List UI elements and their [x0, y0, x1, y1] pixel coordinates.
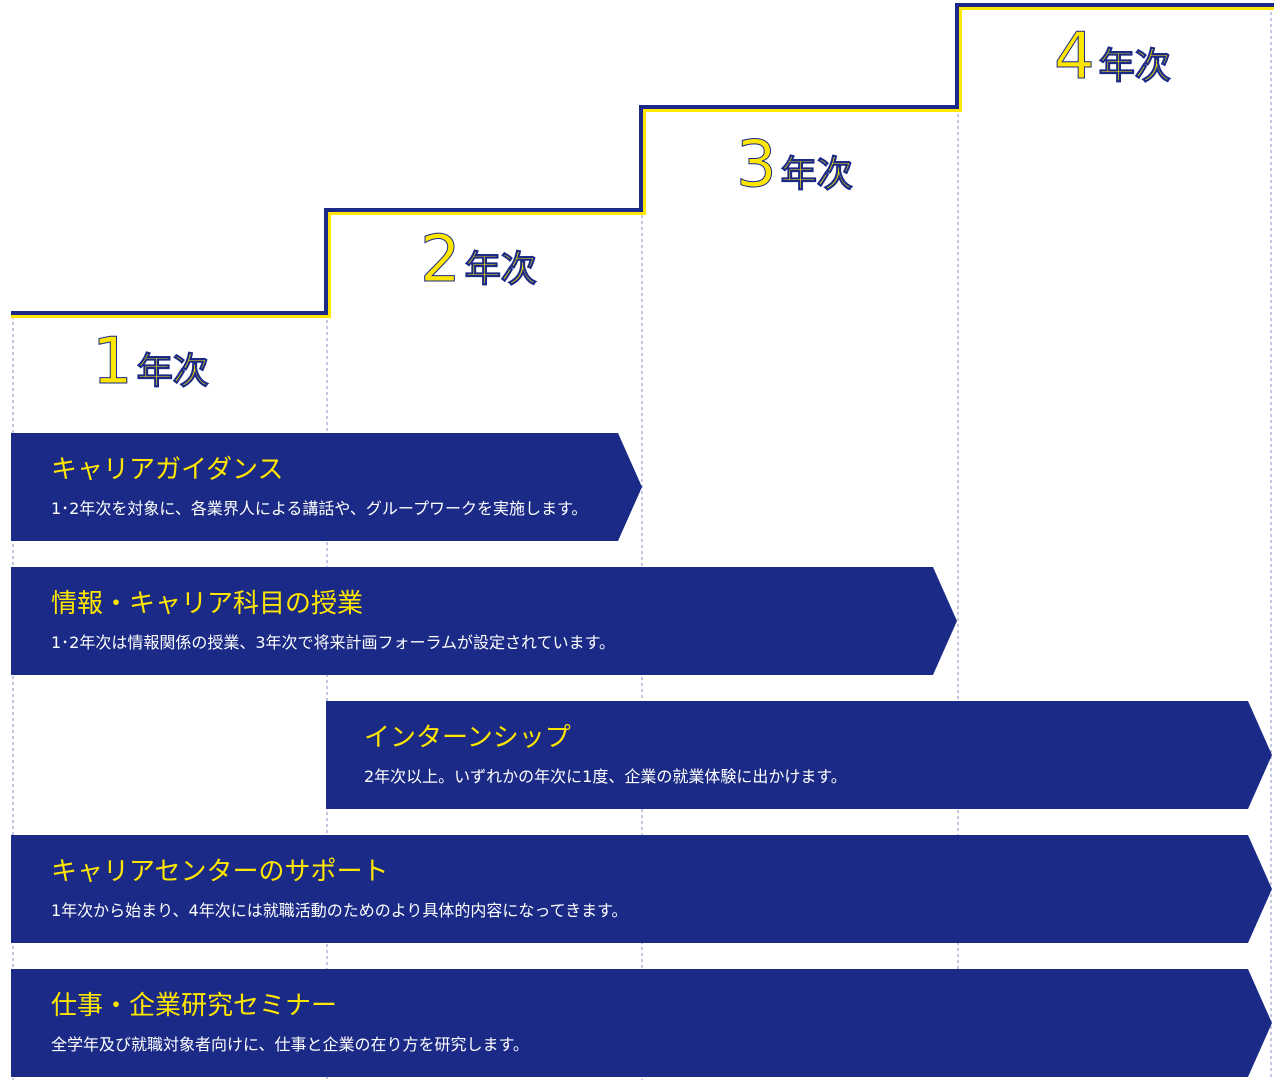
- program-band-career-guidance: キャリアガイダンス 1･2年次を対象に、各業界人による講話や、グループワークを実…: [11, 433, 642, 541]
- program-description: 2年次以上。いずれかの年次に1度、企業の就業体験に出かけます。: [364, 767, 847, 786]
- program-description: 1･2年次は情報関係の授業、3年次で将来計画フォーラムが設定されています。: [51, 633, 615, 652]
- staircase-yellow-edge: [11, 6, 1274, 318]
- year-unit: 年次: [1098, 46, 1171, 87]
- staircase-navy-line: [11, 3, 1274, 315]
- year-number: 3: [736, 128, 778, 202]
- program-band-industry-seminar: 仕事・企業研究セミナー 全学年及び就職対象者向けに、仕事と企業の在り方を研究しま…: [11, 969, 1272, 1077]
- program-description: 1年次から始まり、4年次には就職活動のためのより具体的内容になってきます。: [51, 901, 628, 920]
- program-title: 仕事・企業研究セミナー: [51, 991, 338, 1021]
- program-title: インターンシップ: [364, 723, 571, 753]
- program-band-internship: インターンシップ 2年次以上。いずれかの年次に1度、企業の就業体験に出かけます。: [326, 701, 1272, 809]
- program-band-career-courses: 情報・キャリア科目の授業 1･2年次は情報関係の授業、3年次で将来計画フォーラム…: [11, 567, 957, 675]
- program-title: キャリアセンターのサポート: [51, 857, 389, 887]
- program-description: 全学年及び就職対象者向けに、仕事と企業の在り方を研究します。: [51, 1035, 529, 1054]
- year-number: 1: [92, 325, 134, 399]
- year-unit: 年次: [780, 154, 853, 195]
- program-title: キャリアガイダンス: [51, 455, 284, 485]
- year-unit: 年次: [464, 249, 537, 290]
- program-title: 情報・キャリア科目の授業: [51, 589, 364, 619]
- year-number: 4: [1054, 20, 1096, 94]
- program-band-career-center-support: キャリアセンターのサポート 1年次から始まり、4年次には就職活動のためのより具体…: [11, 835, 1272, 943]
- year-number: 2: [420, 223, 462, 297]
- year-unit: 年次: [136, 351, 209, 392]
- program-description: 1･2年次を対象に、各業界人による講話や、グループワークを実施します。: [51, 499, 588, 518]
